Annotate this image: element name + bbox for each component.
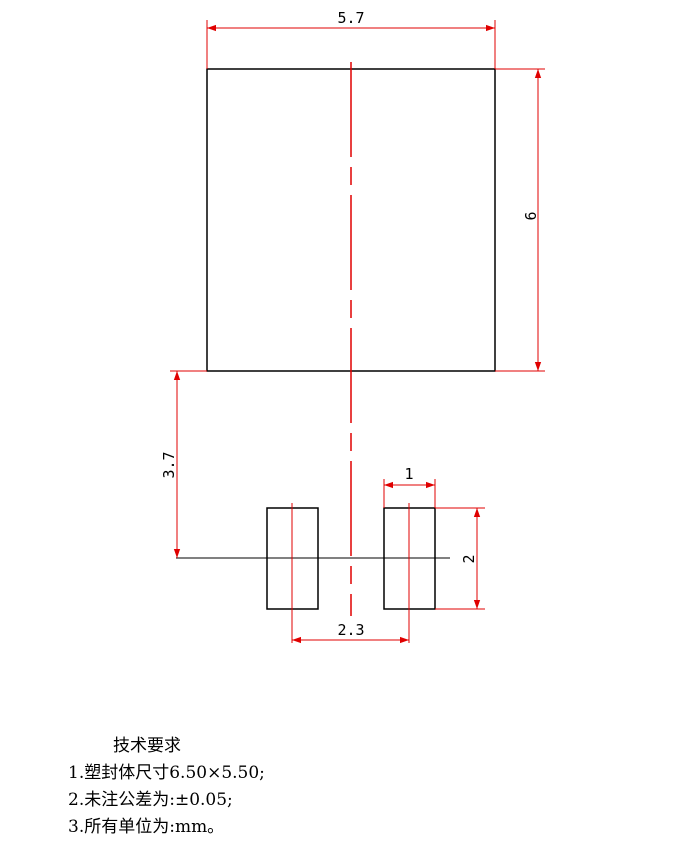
dimension-label-offset: 3.7 xyxy=(160,451,178,478)
dimension-pad-pitch: 2.3 xyxy=(292,621,409,644)
dimension-pad-height: 2 xyxy=(435,507,485,610)
dimension-label-body-width: 5.7 xyxy=(337,9,364,27)
dimension-offset: 3.7 xyxy=(160,370,207,558)
dimension-label-pad-height: 2 xyxy=(460,554,478,563)
dimension-body-height: 6 xyxy=(495,68,545,372)
dimension-label-pad-width: 1 xyxy=(404,465,413,483)
requirement-line: 1.塑封体尺寸6.50×5.50; xyxy=(68,763,265,783)
dimension-body-width: 5.7 xyxy=(206,9,496,69)
requirement-line: 2.未注公差为:±0.05; xyxy=(68,790,233,810)
requirement-line: 3.所有单位为:mm。 xyxy=(68,817,225,837)
dimension-label-pad-pitch: 2.3 xyxy=(337,621,364,639)
dimension-pad-width: 1 xyxy=(383,465,436,508)
technical-requirements: 技术要求 1.塑封体尺寸6.50×5.50; 2.未注公差为:±0.05; 3.… xyxy=(68,733,265,841)
requirements-heading: 技术要求 xyxy=(113,736,181,756)
dimension-label-body-height: 6 xyxy=(522,211,540,220)
